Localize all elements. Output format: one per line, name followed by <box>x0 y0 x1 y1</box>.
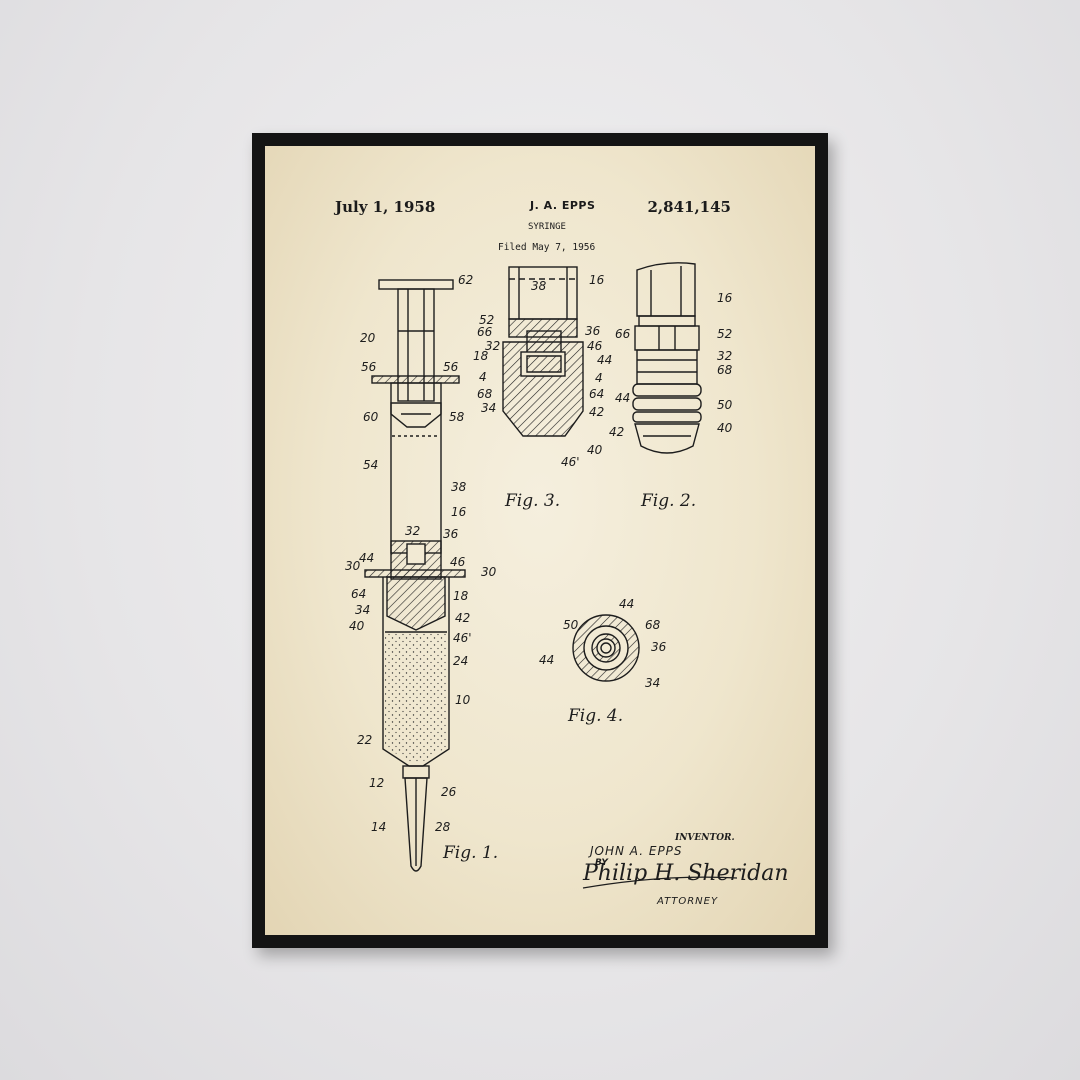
svg-text:14: 14 <box>371 820 386 834</box>
svg-text:28: 28 <box>435 820 451 834</box>
svg-text:50: 50 <box>717 398 733 412</box>
svg-text:16: 16 <box>717 291 733 305</box>
svg-text:4: 4 <box>595 371 603 385</box>
svg-text:66: 66 <box>615 327 631 341</box>
svg-text:56: 56 <box>361 360 377 374</box>
fig4-reference-numerals: 44 50 68 36 44 34 <box>539 597 667 690</box>
svg-text:36: 36 <box>443 527 459 541</box>
signature-underline <box>582 876 738 889</box>
attorney-label: ATTORNEY <box>657 896 719 907</box>
svg-text:66: 66 <box>477 325 493 339</box>
by-label: BY <box>595 858 608 868</box>
inventor-name: JOHN A. EPPS <box>590 844 683 858</box>
svg-text:10: 10 <box>455 693 471 707</box>
svg-text:36: 36 <box>651 640 667 654</box>
svg-text:4: 4 <box>479 370 487 384</box>
svg-text:46: 46 <box>587 339 603 353</box>
patent-print: July 1, 1958 J. A. EPPS SYRINGE Filed Ma… <box>265 146 815 935</box>
svg-text:64: 64 <box>351 587 366 601</box>
svg-text:22: 22 <box>357 733 372 747</box>
svg-text:52: 52 <box>717 327 732 341</box>
fig1-reference-numerals: 62 20 56 56 60 58 54 38 16 32 36 44 30 4… <box>345 273 497 834</box>
svg-text:16: 16 <box>451 505 467 519</box>
svg-text:34: 34 <box>355 603 370 617</box>
svg-text:12: 12 <box>369 776 384 790</box>
svg-text:68: 68 <box>645 618 661 632</box>
patent-number: 2,841,145 <box>647 198 731 216</box>
svg-text:18: 18 <box>453 589 469 603</box>
fig1-syringe-drawing <box>364 279 466 872</box>
svg-text:40: 40 <box>587 443 603 457</box>
svg-text:38: 38 <box>531 279 547 293</box>
svg-text:44: 44 <box>539 653 554 667</box>
svg-text:44: 44 <box>615 391 630 405</box>
fig2-caption: Fig. 2. <box>640 491 696 511</box>
svg-text:46': 46' <box>561 455 580 469</box>
svg-text:34: 34 <box>481 401 496 415</box>
fig3-caption: Fig. 3. <box>504 491 560 511</box>
svg-text:42: 42 <box>455 611 470 625</box>
patent-date: July 1, 1958 <box>335 198 436 216</box>
fig4-caption: Fig. 4. <box>567 706 623 726</box>
svg-text:62: 62 <box>458 273 473 287</box>
fig3-reference-numerals: 38 16 52 66 36 32 46 18 44 4 4 68 64 34 … <box>473 273 612 469</box>
svg-text:68: 68 <box>477 387 493 401</box>
picture-frame: July 1, 1958 J. A. EPPS SYRINGE Filed Ma… <box>252 133 828 948</box>
patent-title: SYRINGE <box>528 222 566 232</box>
svg-text:26: 26 <box>441 785 457 799</box>
svg-text:68: 68 <box>717 363 733 377</box>
svg-text:30: 30 <box>345 559 361 573</box>
fig1-caption: Fig. 1. <box>442 843 498 863</box>
svg-text:42: 42 <box>589 405 604 419</box>
svg-text:18: 18 <box>473 349 489 363</box>
svg-text:58: 58 <box>449 410 465 424</box>
svg-text:52: 52 <box>479 313 494 327</box>
svg-text:64: 64 <box>589 387 604 401</box>
svg-text:16: 16 <box>589 273 605 287</box>
svg-text:20: 20 <box>360 331 376 345</box>
svg-text:24: 24 <box>453 654 468 668</box>
svg-text:38: 38 <box>451 480 467 494</box>
svg-text:36: 36 <box>585 324 601 338</box>
filed-date: Filed May 7, 1956 <box>498 242 596 253</box>
svg-text:44: 44 <box>597 353 612 367</box>
fig4-cross-section-drawing <box>572 614 640 682</box>
svg-text:44: 44 <box>359 551 374 565</box>
fig2-view-drawing <box>632 262 702 454</box>
svg-text:30: 30 <box>481 565 497 579</box>
svg-text:54: 54 <box>363 458 378 472</box>
svg-text:50: 50 <box>563 618 579 632</box>
inventor-label: INVENTOR. <box>675 833 735 843</box>
svg-text:56: 56 <box>443 360 459 374</box>
svg-text:46: 46 <box>450 555 466 569</box>
header-inventor: J. A. EPPS <box>530 199 596 212</box>
fig2-reference-numerals: 16 66 52 32 68 44 50 42 40 <box>609 291 733 439</box>
svg-text:42: 42 <box>609 425 624 439</box>
svg-text:40: 40 <box>717 421 733 435</box>
svg-text:32: 32 <box>717 349 732 363</box>
fig3-section-drawing <box>502 266 584 437</box>
svg-text:40: 40 <box>349 619 365 633</box>
svg-text:34: 34 <box>645 676 660 690</box>
svg-text:44: 44 <box>619 597 634 611</box>
svg-text:32: 32 <box>405 524 420 538</box>
svg-text:46': 46' <box>453 631 472 645</box>
patent-drawing: 62 20 56 56 60 58 54 38 16 32 36 44 30 4… <box>345 262 738 889</box>
svg-text:60: 60 <box>363 410 379 424</box>
svg-text:32: 32 <box>485 339 500 353</box>
attorney-signature: Philip H. Sheridan <box>583 861 789 886</box>
